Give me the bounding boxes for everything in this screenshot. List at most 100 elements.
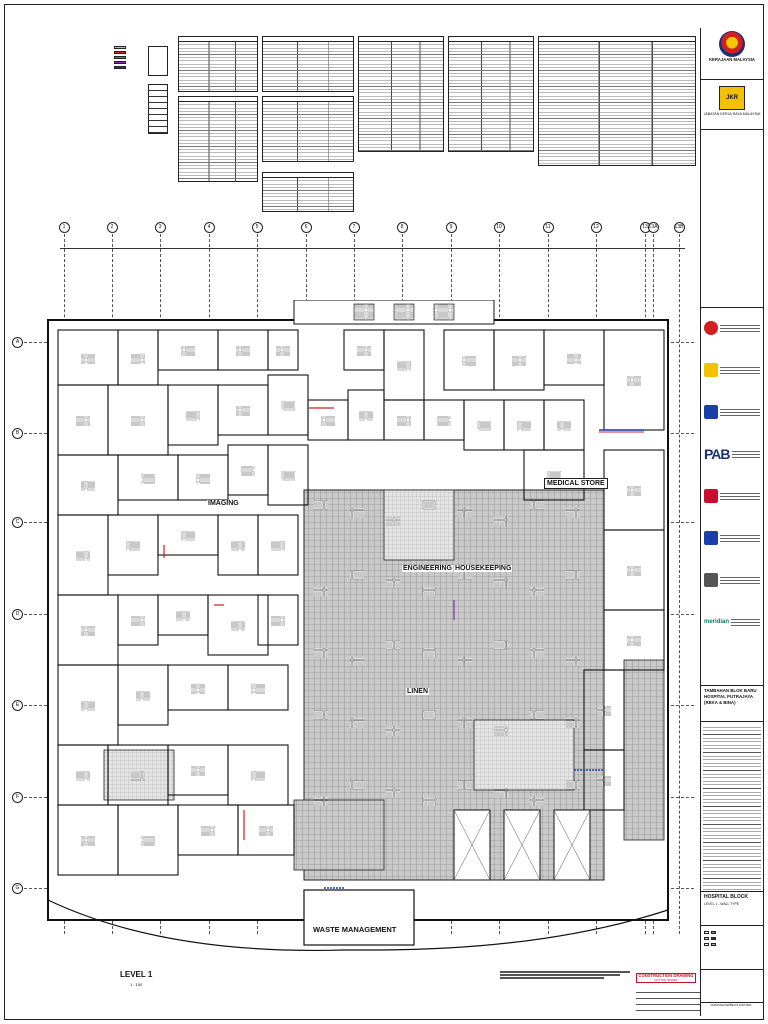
drawing-notes [500,970,630,980]
qs-logo-icon [704,573,718,587]
room-tag [76,551,90,561]
grid-bubble-row: B [12,427,23,439]
room-outline [257,514,299,576]
room-tag [386,726,400,736]
room-tag [397,361,411,371]
room-tag [131,353,145,364]
room-tag [512,356,526,366]
floor-plan-drawing [47,300,669,951]
room-tag [458,570,472,580]
room-tag [231,621,245,631]
room-tag [386,516,400,526]
room-tag [566,780,580,790]
room-tag [236,346,250,356]
department-cell: JKR JABATAN KERJA RAYA MALAYSIA [701,80,763,130]
room-tag [81,481,95,491]
red-logo-icon [704,489,718,503]
room-tag [181,531,195,541]
room-tag [131,416,145,426]
consultant-logo-row [704,318,760,338]
room-tag [314,710,328,720]
room-tag [131,616,145,626]
room-tag [76,416,90,426]
room-tag [458,656,472,666]
room-tag [627,566,641,576]
wall-type-legend [112,38,172,138]
room-tag [271,616,285,626]
blank-cell [701,130,763,308]
drawing-number: JKR/PJ/HOSP/BLK/L1/WT/001 [710,1003,752,1007]
room-tag [314,796,328,806]
room-tag [530,500,544,510]
room-tag [477,421,491,431]
crest-icon [704,321,718,335]
room-tag [494,516,508,526]
room-tag [597,706,611,716]
consultant-logo-row: PAB [704,444,760,464]
room-tag [181,346,195,356]
room-tag [176,611,190,621]
malaysia-crest-icon [719,31,745,57]
zone-housekeeping: HOUSEKEEPING [454,565,513,572]
room-tag [566,508,580,518]
grid-bubble-column: 3 [154,222,166,233]
room-tag [566,718,580,728]
stamp-main: CONSTRUCTION DRAWING [638,973,694,978]
grid-bubble-row: E [12,699,23,711]
room-tag [494,578,508,588]
room-tag [458,718,472,728]
room-outline [603,609,665,671]
legend-swatch [114,56,126,59]
room-tag [422,710,436,720]
legend-swatch [114,46,126,49]
room-outline [257,594,299,646]
zone-imaging: IMAGING [207,500,240,507]
grid-bubble-column: 7 [348,222,360,233]
pab-logo: PAB [704,446,731,462]
schedule-table [448,36,534,152]
room-tag [557,421,571,431]
room-tag [241,466,255,476]
grid-bubble-column: 11 [542,222,554,233]
room-outline [267,444,309,506]
signature-cell [701,970,763,1003]
room-tag [547,471,561,481]
room-tag [530,648,544,658]
room-tag [494,640,508,650]
m-logo-icon [704,531,718,545]
room-tag [627,376,641,386]
room-tag [271,541,285,551]
dimension-line [60,248,685,249]
meridian-logo: meridian [704,619,730,625]
room-tag [462,356,476,366]
consultant-logo-row [704,570,760,590]
consultant-details [720,575,760,586]
room-tag [141,473,155,484]
zone-linen: LINEN [406,688,429,695]
room-tag [191,683,205,694]
room-tag [196,473,210,484]
room-tag [251,683,265,694]
grid-bubble-column: 6 [300,222,312,233]
room-tag [321,416,335,426]
grid-bubble-column: 1 [58,222,70,233]
project-title: TAMBAHAN BLOK BARU HOSPITAL PUTRAJAYA (R… [704,688,757,705]
room-tag [314,586,328,596]
title-block: KERAJAAN MALAYSIA JKR JABATAN KERJA RAYA… [700,28,763,1016]
room-tag [76,771,90,781]
revision-table [703,724,761,890]
room-outline [207,594,269,656]
sheet-border [4,4,764,1020]
zone-medical-store: MEDICAL STORE [544,478,608,489]
room-tag [81,836,95,846]
room-tag [437,416,451,426]
consultant-details [720,491,760,502]
construction-drawing-stamp: CONSTRUCTION DRAWING NOT FOR TENDER [636,973,696,983]
zone-engineering: ENGINEERING [402,565,454,572]
revision-strip [636,987,700,1017]
room-tag [422,648,436,658]
grid-bubble-column: 8 [396,222,408,233]
room-tag [357,346,371,356]
room-tag [314,500,328,510]
schedule-table [262,172,354,212]
